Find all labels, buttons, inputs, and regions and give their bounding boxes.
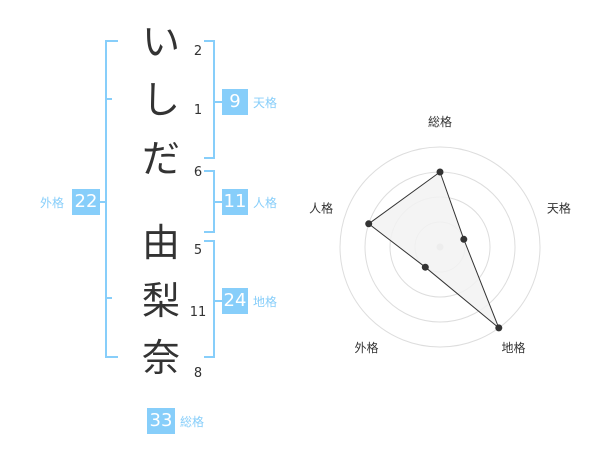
- name-char-6: 奈: [141, 336, 180, 380]
- name-char-5: 梨: [141, 279, 180, 323]
- stroke-count-6: 8: [193, 366, 203, 381]
- chikaku-label: 地格: [253, 295, 278, 309]
- gaikaku-bracket: [105, 40, 118, 358]
- name-char-2: し: [141, 78, 180, 122]
- name-char-4: 由: [141, 221, 180, 265]
- stroke-count-1: 2: [193, 44, 203, 59]
- chikaku-bracket: [204, 240, 215, 358]
- soukaku-label: 総格: [180, 415, 205, 429]
- stroke-count-5: 11: [189, 305, 207, 320]
- jinkaku-value-box: 11: [222, 189, 248, 215]
- chikaku-value-box: 24: [222, 288, 248, 314]
- radar-point-4: [421, 263, 429, 271]
- radar-axis-label-2: 天格: [547, 200, 571, 215]
- radar-ring-4: [339, 146, 541, 348]
- name-char-1: い: [141, 20, 180, 64]
- radar-point-3: [495, 324, 503, 332]
- gaikaku-value-box: 22: [72, 189, 100, 215]
- tenkaku-value-box: 9: [222, 89, 248, 115]
- gaikaku-label: 外格: [40, 196, 65, 210]
- stroke-count-3: 6: [193, 165, 203, 180]
- stroke-count-2: 1: [193, 103, 203, 118]
- radar-point-1: [436, 168, 444, 176]
- radar-point-5: [365, 220, 373, 228]
- radar-axis-label-5: 人格: [309, 200, 333, 215]
- radar-axis-label-1: 総格: [428, 114, 452, 129]
- radar-point-2: [460, 235, 468, 243]
- radar-series-area: [367, 171, 500, 329]
- tenkaku-label: 天格: [253, 96, 278, 110]
- soukaku-value-box: 33: [147, 408, 175, 434]
- stroke-count-4: 5: [193, 243, 203, 258]
- name-char-3: だ: [141, 137, 180, 181]
- jinkaku-label: 人格: [253, 196, 278, 210]
- radar-axis-label-3: 地格: [501, 340, 525, 355]
- tenkaku-bracket: [204, 40, 215, 159]
- radar-axis-label-4: 外格: [354, 340, 378, 355]
